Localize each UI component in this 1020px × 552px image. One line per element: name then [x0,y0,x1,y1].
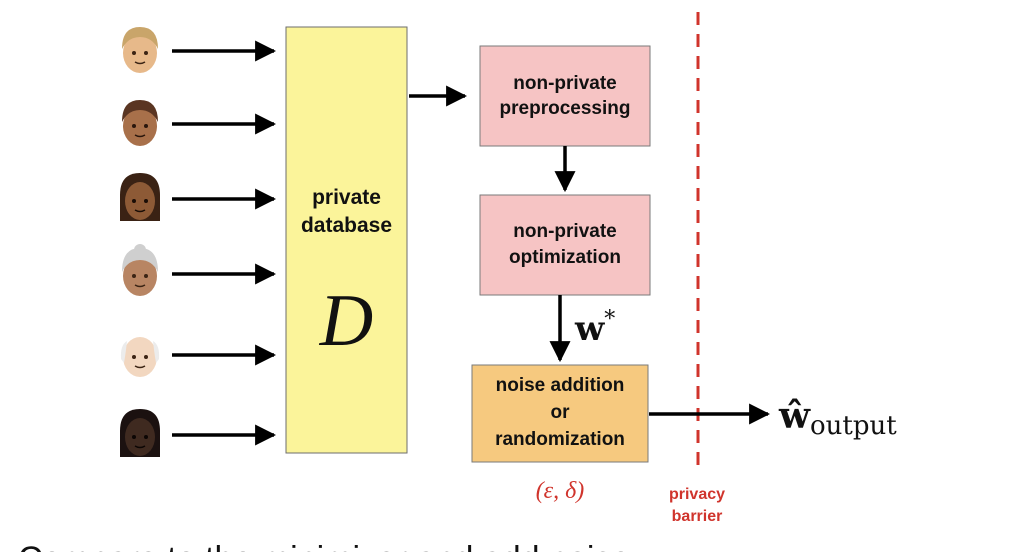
preprocessing-box [479,45,651,147]
input-arrows [172,40,277,446]
noise-line3: randomization [495,429,625,450]
database-label-line2: database [301,214,392,237]
epsilon-delta-label: (ε, δ) [536,478,585,504]
preprocessing-line1: non-private [513,73,616,94]
noise-line1: noise addition [496,375,625,396]
noise-line2: or [551,402,571,423]
optimization-line2: optimization [509,247,621,268]
data-contributors [120,27,160,457]
noise-addition-box [471,364,649,463]
person-darkest-skin-icon [120,409,160,457]
optimization-line1: non-private [513,221,616,242]
w-star-base: w [574,309,605,349]
person-light-skin-icon [122,27,158,73]
older-person-light-skin-icon [120,337,160,377]
output-subscript: output [810,411,897,441]
person-medium-dark-skin-icon [122,100,158,146]
older-person-medium-skin-icon [122,244,158,296]
w-star-label: w* [574,307,615,349]
privacy-barrier-line1: privacy [669,486,725,503]
footer-partial-text: Compare to the minimizer and add noise [18,540,630,552]
person-dark-long-hair-icon [120,173,160,221]
output-w-hat: ŵ [778,395,811,437]
output-label: ŵoutput [778,395,897,441]
database-symbol: D [319,280,373,362]
optimization-box [479,194,651,296]
private-database-box [285,26,408,454]
database-label-line1: private [312,186,381,209]
w-star-superscript: * [604,307,615,332]
preprocessing-line2: preprocessing [500,98,631,119]
privacy-barrier-line2: barrier [672,508,723,525]
